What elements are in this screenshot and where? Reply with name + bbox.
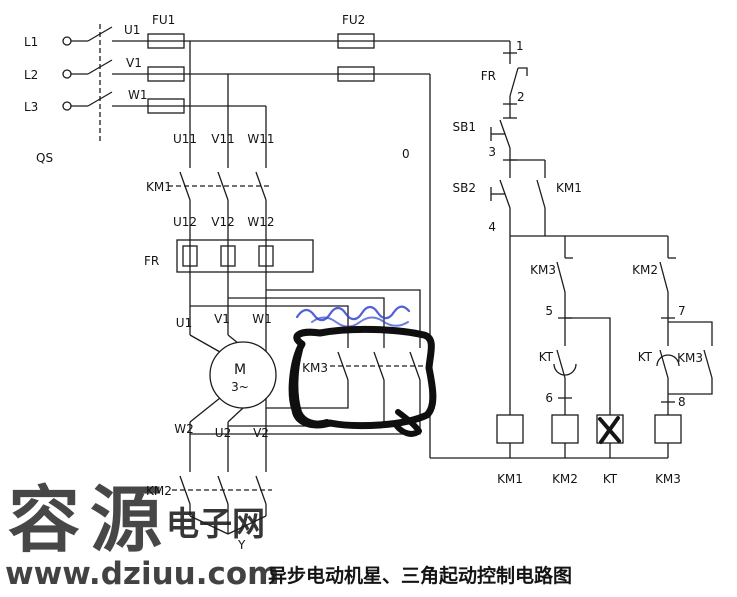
km1-coil-label: KM1	[497, 472, 523, 486]
black-marker-loop	[288, 325, 437, 430]
km1-aux-label: KM1	[556, 181, 582, 195]
wire-v11-label: V11	[211, 132, 234, 146]
terminal-l3	[62, 101, 72, 111]
watermark: 容源 电子网 www.dziuu.com	[5, 478, 279, 592]
wire-w1-label: W1	[128, 88, 148, 102]
terminal-l2	[62, 69, 72, 79]
km2-main-label: KM2	[146, 484, 172, 498]
fu2-fuse-2	[337, 66, 375, 82]
km2-interlock-blade	[659, 261, 669, 293]
node-7: 7	[678, 304, 686, 318]
kt-delay-label: KT	[539, 350, 554, 364]
node-3: 3	[488, 145, 496, 159]
wire-u11-label: U11	[173, 132, 197, 146]
wire-v1-label: V1	[126, 56, 142, 70]
fu1-fuse-2	[147, 66, 185, 82]
star-point-label: Y	[237, 538, 246, 552]
motor-v1-label: V1	[214, 312, 230, 326]
phase-l2-label: L2	[24, 68, 38, 82]
phase-l1-label: L1	[24, 35, 38, 49]
motor-type-label: 3~	[231, 380, 249, 394]
wire-v12-label: V12	[211, 215, 234, 229]
motor-w1-label: W1	[252, 312, 272, 326]
fu1-label: FU1	[152, 13, 175, 27]
km1-blade-2	[217, 171, 229, 201]
neutral-label: 0	[402, 147, 410, 161]
km3-aux-blade	[703, 349, 713, 379]
diagram-title: 异步电动机星、三角起动控制电路图	[268, 564, 572, 587]
motor-w2-label: W2	[174, 422, 194, 436]
km1-aux-blade	[536, 179, 546, 209]
km3-aux-label: KM3	[677, 351, 703, 365]
node-6: 6	[545, 391, 553, 405]
fr-contact-hook	[518, 67, 528, 76]
phase-l3-label: L3	[24, 100, 38, 114]
km1-main-label: KM1	[146, 180, 172, 194]
fr-heater-1	[182, 245, 198, 267]
motor-u1-label: U1	[176, 316, 192, 330]
sb1-label: SB1	[453, 120, 476, 134]
fr-main-label: FR	[144, 254, 159, 268]
fu2-fuse-1	[337, 33, 375, 49]
fu2-label: FU2	[342, 13, 365, 27]
hand-annotation	[288, 305, 621, 444]
fr-contact-label: FR	[481, 69, 496, 83]
terminal-l1	[62, 36, 72, 46]
km3-interlock-blade	[556, 261, 566, 293]
motor-m-label: M	[234, 362, 246, 378]
node-5: 5	[545, 304, 553, 318]
phase-inputs-and-qs-switch: L1 L2 L3 QS	[24, 24, 113, 165]
watermark-brand-suffix: 电子网	[166, 504, 265, 543]
fr-body	[176, 239, 314, 273]
blue-scribble-1	[295, 305, 411, 322]
black-x-mark-2	[599, 416, 620, 444]
watermark-url: www.dziuu.com	[5, 556, 279, 592]
wire-u12-label: U12	[173, 215, 197, 229]
phase-buses-and-fuses: U1 V1 W1 FU1 FU2	[112, 13, 510, 114]
km3-coil	[654, 414, 682, 444]
control-circuit: 0 1 FR 2 SB1 3 SB2 KM1 4	[402, 39, 713, 486]
black-marker-restroke-corner	[393, 409, 422, 437]
black-marker-restroke-left	[292, 347, 330, 427]
kt-delay-arc	[553, 363, 577, 376]
fr-heater-2	[220, 245, 236, 267]
node-1: 1	[516, 39, 524, 53]
sb2-label: SB2	[453, 181, 476, 195]
kt-right-arc	[656, 354, 680, 367]
node-8: 8	[678, 395, 686, 409]
fu1-fuse-1	[147, 33, 185, 49]
watermark-brand: 容源	[8, 478, 172, 562]
km3-main-label: KM3	[302, 361, 328, 375]
km2-coil-label: KM2	[552, 472, 578, 486]
node-4: 4	[488, 220, 496, 234]
kt-delay-blade	[556, 349, 566, 379]
km3-coil-label: KM3	[655, 472, 681, 486]
wire-w11-label: W11	[247, 132, 274, 146]
km3-interlock-label: KM3	[530, 263, 556, 277]
fr-contact-blade	[509, 67, 519, 97]
km1-main-contacts: U11 V11 W11 KM1 U12 V12 W12	[146, 41, 275, 352]
motor-u2-label: U2	[215, 426, 231, 440]
kt-right-label: KT	[638, 350, 653, 364]
km1-coil	[496, 414, 524, 444]
wire-u1-label: U1	[124, 23, 140, 37]
qs-label: QS	[36, 151, 53, 165]
node-2: 2	[517, 90, 525, 104]
fr-heater-3	[258, 245, 274, 267]
motor-v2-label: V2	[253, 426, 269, 440]
km2-interlock-label: KM2	[632, 263, 658, 277]
motor: U1 V1 W1 M 3~ W2 U2 V2	[174, 312, 277, 472]
kt-right-blade	[659, 349, 669, 379]
wire-w12-label: W12	[247, 215, 274, 229]
kt-coil-label: KT	[603, 472, 618, 486]
blue-scribble-2	[311, 316, 409, 328]
km2-coil	[551, 414, 579, 444]
fu1-fuse-3	[147, 98, 185, 114]
thermal-relay-fr: FR	[144, 239, 314, 273]
km2-star-contacts: KM2 Y	[146, 475, 272, 552]
